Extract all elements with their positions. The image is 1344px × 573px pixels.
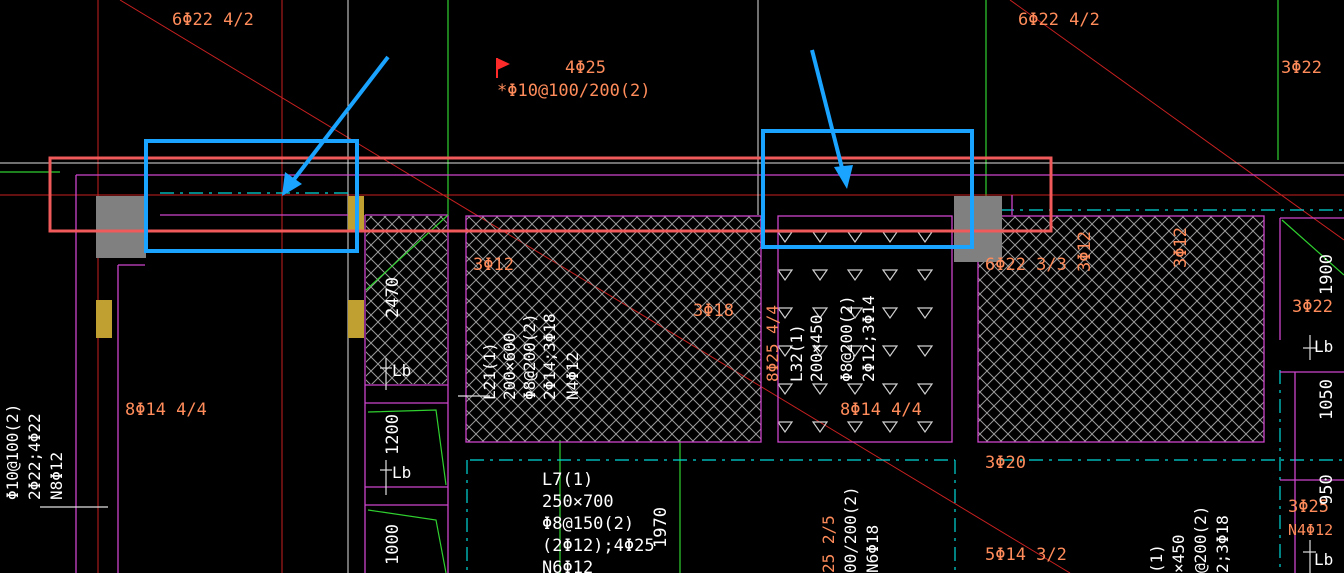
label-left-rebar: 6Φ22 4/2 <box>172 10 254 30</box>
beam-L7-annotation[interactable]: L7(1) 250×700 Φ8@150(2) (2Φ12);4Φ25 N6Φ1… <box>542 470 655 573</box>
dim-2470: 2470 <box>383 277 403 318</box>
label-center-8phi14: 8Φ14 4/4 <box>840 400 922 420</box>
beam-L21-bars: 2Φ14;3Φ18 <box>540 313 559 400</box>
beam-L7-size: 250×700 <box>542 492 614 512</box>
beam-L21-size: 200×600 <box>500 333 519 400</box>
label-3phi20: 3Φ20 <box>985 453 1026 473</box>
label-3phi12-b: 3Φ12 <box>1075 231 1095 272</box>
beam-L32-bars: 2Φ12;3Φ14 <box>859 295 878 382</box>
label-3phi12-a: 3Φ12 <box>473 255 514 275</box>
beam-bottom-side: N6Φ18 <box>863 525 882 573</box>
dim-1200: 1200 <box>383 414 403 455</box>
callout-arrow-right <box>810 49 853 189</box>
beam-L7-bars: (2Φ12);4Φ25 <box>542 536 655 556</box>
label-3phi22-right: 3Φ22 <box>1292 297 1333 317</box>
dim-1050: 1050 <box>1317 379 1337 420</box>
beam-L7-stirrup: Φ8@150(2) <box>542 514 634 534</box>
beam-L21-annotation[interactable]: L21(1) 200×600 Φ8@200(2) 2Φ14;3Φ18 N4Φ12 <box>480 313 582 400</box>
label-n4phi12-right: N4Φ12 <box>1288 521 1333 539</box>
callout-box-left <box>144 139 359 253</box>
flag-icon[interactable] <box>496 58 510 78</box>
beam-right-name: (1) <box>1147 544 1166 573</box>
label-3phi25-right: 3Φ25 <box>1288 497 1329 517</box>
beam-right-bars: 2;3Φ18 <box>1213 515 1232 573</box>
beam-right-stirrup: @200(2) <box>1191 506 1210 573</box>
label-3phi18: 3Φ18 <box>693 301 734 321</box>
label-5phi14-32: 5Φ14 3/2 <box>985 545 1067 565</box>
slab-panel-2 <box>465 215 762 443</box>
beam-L32-stirrup: Φ8@200(2) <box>837 295 856 382</box>
beam-left-stirrup: Φ10@100(2) <box>3 404 22 500</box>
column-small-2 <box>96 300 112 338</box>
beam-right-size: ×450 <box>1169 534 1188 573</box>
label-6phi22-33: 6Φ22 3/3 <box>985 255 1067 275</box>
label-3phi12-c: 3Φ12 <box>1171 227 1191 268</box>
dim-lb-1: Lb <box>392 361 411 380</box>
beam-bottom-stirrup: 00/200(2) <box>841 486 860 573</box>
slab-panel-1 <box>366 216 447 384</box>
label-right-rebar: 6Φ22 4/2 <box>1018 10 1100 30</box>
beam-bottom-rebar: 25 2/5 <box>819 515 838 573</box>
beam-L21-side: N4Φ12 <box>563 352 582 400</box>
highlight-beam-box <box>48 156 1053 233</box>
stair-lines <box>365 214 1344 573</box>
beam-L32-name: L32(1) <box>787 324 806 382</box>
dim-1900: 1900 <box>1317 254 1337 295</box>
beam-L7-name: L7(1) <box>542 470 593 490</box>
column-left <box>96 196 146 258</box>
beam-L21-stirrup: Φ8@200(2) <box>520 313 539 400</box>
dim-1000: 1000 <box>383 524 403 565</box>
label-center-stirrup: *Φ10@100/200(2) <box>497 81 651 101</box>
beam-L21-name: L21(1) <box>480 342 499 400</box>
callout-box-right <box>761 129 974 249</box>
dim-lb-2: Lb <box>392 463 411 482</box>
label-far-right-rebar: 3Φ22 <box>1281 58 1322 78</box>
label-left-8phi14: 8Φ14 4/4 <box>125 400 207 420</box>
column-right <box>954 196 1002 262</box>
dim-lb-4: Lb <box>1314 550 1333 569</box>
column-small-3 <box>348 300 364 338</box>
label-center-rebar: 4Φ25 <box>565 58 606 78</box>
dim-1970: 1970 <box>651 507 671 548</box>
dim-950: 950 <box>1317 474 1337 505</box>
beam-L32-side-bars: 8Φ25 4/4 <box>763 305 782 382</box>
beam-left-annotation[interactable]: Φ10@100(2) 2Φ22;4Φ22 N8Φ12 <box>3 404 66 500</box>
beam-L32-annotation[interactable]: 8Φ25 4/4 L32(1) 200×450 Φ8@200(2) 2Φ12;3… <box>763 295 878 382</box>
dashed-lines <box>160 192 1344 573</box>
slab-panel-4 <box>777 215 953 443</box>
callout-arrow-left <box>282 55 390 196</box>
beam-L7-side: N6Φ12 <box>542 558 593 573</box>
dim-lb-3: Lb <box>1314 337 1333 356</box>
beam-bottom-partial-annotation[interactable]: 25 2/5 00/200(2) N6Φ18 <box>819 486 882 573</box>
beam-left-bars: 2Φ22;4Φ22 <box>25 413 44 500</box>
beam-right-partial-annotation[interactable]: (1) ×450 @200(2) 2;3Φ18 <box>1147 506 1232 573</box>
beam-left-side: N8Φ12 <box>47 452 66 500</box>
slab-panel-3 <box>977 215 1265 443</box>
beam-L32-size: 200×450 <box>807 315 826 382</box>
dimension-ticks <box>40 335 1316 573</box>
